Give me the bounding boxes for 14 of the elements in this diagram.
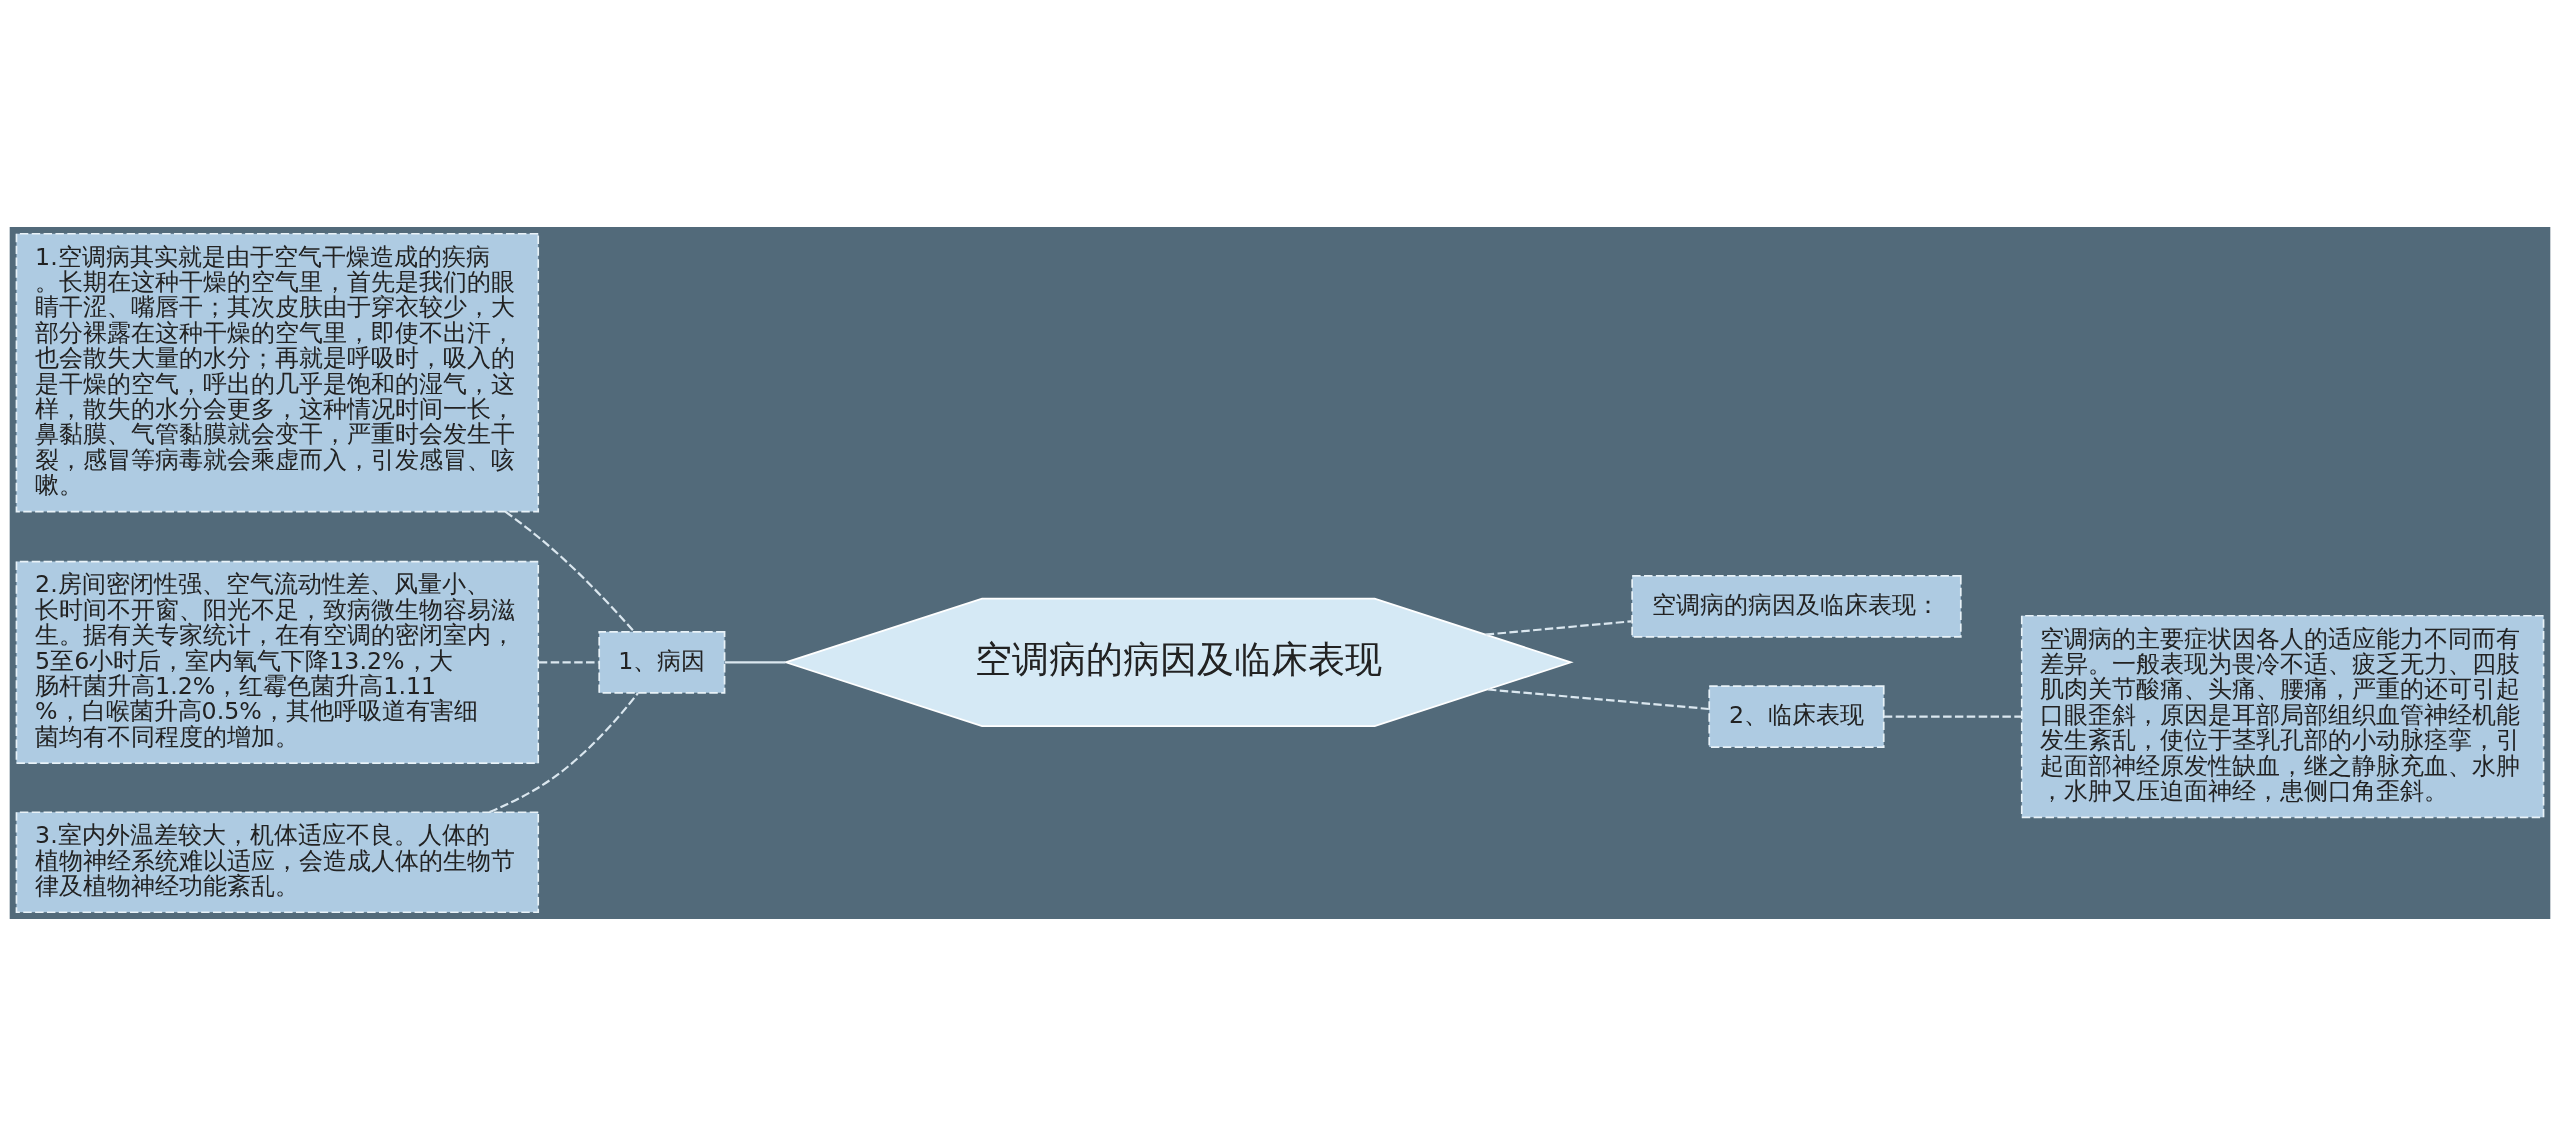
node-box: 2、临床表现 [1708,684,1885,748]
connector [538,660,599,663]
connector [489,691,639,813]
connector [1883,714,2022,718]
connector [504,510,635,632]
node-box: 3.室内外温差较大，机体适应不良。人体的植物神经系统难以适应，会造成人体的生物节律及植物神经功能紊乱。 [15,810,540,913]
node-box: 空调病的主要症状因各人的适应能力不同而有差异。一般表现为畏冷不适、疲乏无力、四肢肌肉关节酸痛、头痛、腰痛，严重的还可引起口眼歪斜，原因是耳部局部组织血管神经机能发生紊乱，使位于茎乳孔部的小动脉痉挛，引起面部神经原发性缺血，继之静脉充血、水肿，水肿又压迫面神经，患侧口角歪斜。 [2020,614,2545,818]
connector [1487,687,1709,710]
connector [1485,619,1632,636]
node-box: 空调病的病因及临床表现： [1631,574,1962,638]
node-box: 1.空调病其实就是由于空气干燥造成的疾病。长期在这种干燥的空气里，首先是我们的眼睛干涩、嘴唇干；其次皮肤由于穿衣较少，大部分裸露在这种干燥的空气里，即使不出汗，也会散失大量的水分；再就是呼吸时，吸入的是干燥的空气，呼出的几乎是饱和的湿气，这样，散失的水分会更多，这种情况时间一长，鼻黏膜、气管黏膜就会变干，严重时会发生干裂，感冒等病毒就会乘虚而入，引发感冒、咳嗽。 [15,232,540,512]
node-box: 2.房间密闭性强、空气流动性差、风量小、长时间不开窗、阳光不足，致病微生物容易滋生。据有关专家统计，在有空调的密闭室内，5至6小时后，室内氧气下降13.2%，大肠杆菌升高1.2%，红霉色菌升高1.11%，白喉菌升高0.5%，其他呼吸道有害细菌均有不同程度的增加。 [15,560,540,764]
node-box: 1、病因 [598,630,726,694]
connector [724,660,786,663]
